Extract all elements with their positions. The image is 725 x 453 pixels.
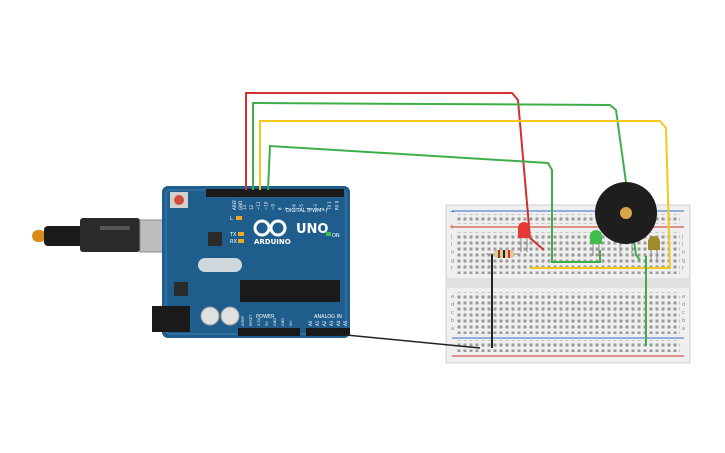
power-header: [238, 328, 300, 336]
board-brand-label: ARDUINO: [254, 238, 291, 246]
digital-pin-label: 12: [249, 204, 254, 210]
microcontroller-chip: [240, 280, 340, 302]
row-letter: a: [682, 326, 685, 332]
power-pin-label: GND: [273, 318, 277, 326]
gnd-label: GND: [238, 201, 243, 210]
digital-pin-label: RX 0: [334, 200, 339, 210]
row-letter: d: [451, 302, 454, 308]
row-letter: c: [451, 310, 454, 316]
row-letter: i: [451, 242, 452, 248]
on-led-label: ON: [332, 233, 340, 239]
tx-label: TX: [229, 232, 237, 238]
analog-pin-label: A2: [322, 320, 327, 326]
power-jack: [152, 306, 190, 332]
wires[interactable]: [245, 92, 672, 349]
power-pin-labels: IOREF RESET 3.3V 5V GND GND Vin: [241, 314, 293, 326]
row-letter: g: [682, 258, 685, 264]
row-letter: e: [682, 294, 685, 300]
power-pin-label: IOREF: [241, 316, 245, 326]
digital-label: DIGITAL (PWM~): [286, 208, 328, 214]
aref-label: AREF: [232, 199, 237, 210]
row-letter: h: [451, 250, 454, 256]
analog-pin-label: A5: [343, 320, 348, 326]
analog-pin-label: A3: [329, 320, 334, 326]
digital-pin-label: ~6: [292, 204, 297, 210]
digital-pin-label: TX 1: [327, 201, 332, 211]
usb-connector-icon: [32, 218, 167, 253]
analog-pin-label: A4: [336, 320, 341, 326]
power-pin-label: Vin: [289, 320, 293, 326]
piezo-buzzer-icon[interactable]: [595, 182, 657, 256]
digital-pin-label: ~5: [299, 204, 304, 210]
arduino-uno-board[interactable]: UNO ARDUINO DIGITAL (PWM~) ANALOG IN POW…: [152, 186, 350, 338]
digital-header: [206, 189, 344, 197]
rx-label: RX: [230, 239, 237, 245]
row-letter: d: [682, 302, 685, 308]
row-letter: c: [682, 310, 685, 316]
power-pin-label: 5V: [265, 321, 269, 326]
analog-pin-label: A0: [308, 320, 313, 326]
rail-minus-label: −: [449, 208, 455, 216]
digital-pin-label: ~11: [256, 201, 261, 210]
green-led[interactable]: [590, 230, 602, 256]
row-letter: f: [451, 266, 453, 272]
digital-pin-label: ~3: [313, 204, 318, 210]
row-letter: i: [682, 242, 683, 248]
board-model-label: UNO: [296, 222, 329, 237]
wire-green-bottom[interactable]: [267, 144, 601, 263]
digital-pin-label: 7: [285, 207, 290, 210]
wire-green-top[interactable]: [252, 101, 641, 261]
row-letter: e: [451, 294, 454, 300]
digital-pin-label: 13: [242, 204, 247, 210]
row-letter: j: [450, 234, 452, 240]
analog-label: ANALOG IN: [314, 314, 342, 320]
yellow-led[interactable]: [648, 236, 660, 262]
power-label: POWER: [256, 314, 275, 320]
row-letter: b: [451, 318, 454, 324]
digital-pin-label: ~10: [263, 201, 268, 210]
row-letter: j: [681, 234, 683, 240]
digital-pin-label: ~9: [270, 204, 275, 210]
power-pin-label: RESET: [249, 314, 253, 326]
resistor-icon[interactable]: [486, 250, 520, 258]
l-led-label: L: [230, 216, 233, 222]
power-pin-label: GND: [281, 318, 285, 326]
digital-pin-label: 2: [320, 207, 325, 210]
row-letter: b: [682, 318, 685, 324]
row-letter: a: [451, 326, 454, 332]
digital-pin-label: 4: [306, 207, 311, 210]
row-letter: g: [451, 258, 454, 264]
wire-red[interactable]: [245, 92, 545, 251]
row-letter: h: [682, 250, 685, 256]
digital-pin-label: 8: [278, 207, 283, 210]
row-letter: f: [682, 266, 684, 272]
wire-black-gnd[interactable]: [335, 333, 481, 349]
analog-pin-label: A1: [315, 320, 320, 326]
red-led[interactable]: [518, 222, 530, 252]
arduino-logo-icon: [253, 219, 287, 237]
analog-header: [306, 328, 350, 336]
power-pin-label: 3.3V: [257, 317, 261, 326]
rail-plus-label: +: [449, 223, 455, 231]
